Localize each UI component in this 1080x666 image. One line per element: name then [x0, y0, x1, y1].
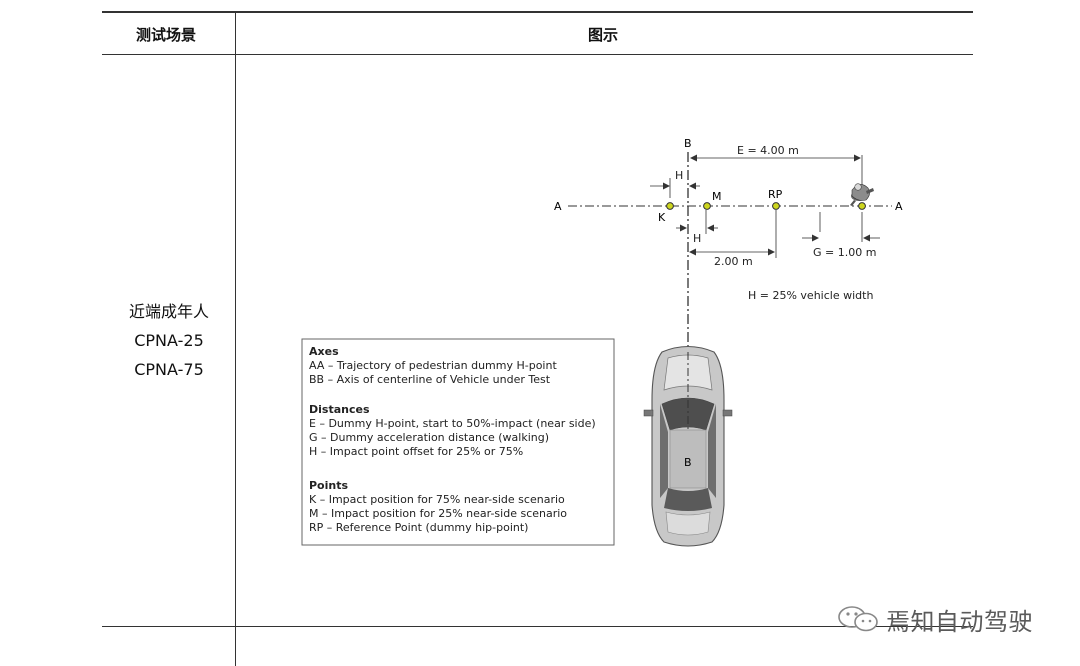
h-definition-label: H = 25% vehicle width [748, 289, 873, 302]
table-top-border [102, 11, 973, 13]
axis-b-car-label: B [684, 456, 692, 469]
legend-axes-item: AA – Trajectory of pedestrian dummy H-po… [309, 359, 557, 372]
scenario-name: 近端成年人 [128, 302, 209, 321]
watermark-text: 焉知自动驾驶 [886, 607, 1033, 636]
pedestrian-dummy-icon [850, 183, 874, 206]
point-k-marker [666, 202, 674, 210]
legend-distances-title: Distances [309, 403, 370, 416]
table-column-divider [235, 12, 236, 666]
dim-h-top-label: H [675, 169, 683, 182]
axis-a-right-label: A [895, 200, 903, 213]
point-m-marker [703, 202, 711, 210]
legend-distances-item: H – Impact point offset for 25% or 75% [309, 445, 523, 458]
table-bottom-border [102, 626, 973, 627]
point-m-label: M [712, 190, 722, 203]
axis-a-left-label: A [554, 200, 562, 213]
point-rp-label: RP [768, 188, 783, 201]
point-rp-marker [772, 202, 780, 210]
point-k-label: K [658, 211, 666, 224]
legend-points-item: RP – Reference Point (dummy hip-point) [309, 521, 528, 534]
legend-points-item: M – Impact position for 25% near-side sc… [309, 507, 567, 520]
scenario-code-75: CPNA-75 [134, 360, 204, 379]
scenario-code-25: CPNA-25 [134, 331, 204, 350]
dim-h-bottom-label: H [693, 232, 701, 245]
legend-axes-item: BB – Axis of centerline of Vehicle under… [309, 373, 551, 386]
axis-b-top-label: B [684, 137, 692, 150]
dummy-hpoint-marker [858, 202, 866, 210]
dim-g-label: G = 1.00 m [813, 246, 876, 259]
legend-axes-title: Axes [309, 345, 339, 358]
watermark: 焉知自动驾驶 [836, 602, 1033, 636]
scenario-cell: 近端成年人 CPNA-25 CPNA-75 [102, 297, 236, 384]
header-figure: 图示 [588, 26, 619, 44]
legend-distances-item: E – Dummy H-point, start to 50%-impact (… [309, 417, 596, 430]
header-scenario: 测试场景 [136, 26, 197, 44]
legend-distances-item: G – Dummy acceleration distance (walking… [309, 431, 549, 444]
vehicle-under-test-icon [643, 345, 733, 547]
dim-e-label: E = 4.00 m [737, 144, 799, 157]
dim-2m-label: 2.00 m [714, 255, 753, 268]
legend-points-title: Points [309, 479, 348, 492]
wechat-icon [838, 606, 878, 632]
legend-box: Axes AA – Trajectory of pedestrian dummy… [301, 338, 615, 546]
table-header-divider [102, 54, 973, 55]
legend-points-item: K – Impact position for 75% near-side sc… [309, 493, 565, 506]
